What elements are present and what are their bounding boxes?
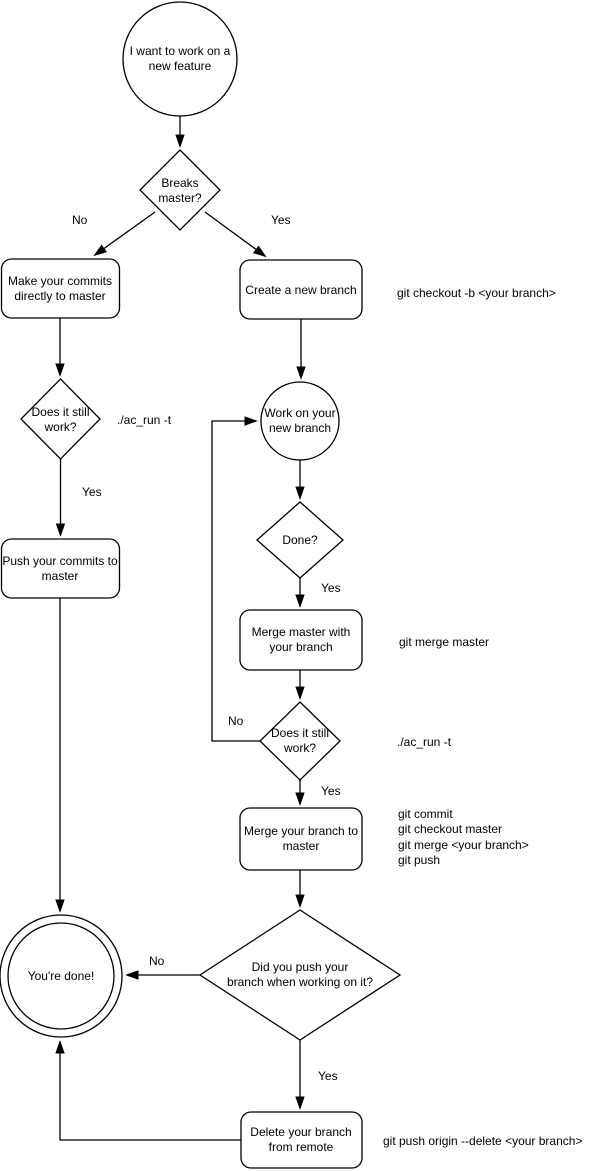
did-you-push-label: Did you push your branch when working on… [226,960,374,989]
edge-label-push-q-yes: Yes [318,1069,338,1083]
annotation-delete-remote-cmd: git push origin --delete <your branch> [383,1134,583,1148]
merge-branch-label: Merge your branch to master [243,824,359,853]
annotation-checkout-cmd: git checkout -b <your branch> [397,286,556,300]
edge-label-breaks-no: No [72,213,88,227]
done-inner-circle [7,922,115,1030]
merge-branch-box [239,807,363,871]
breaks-master-label: Breaks master? [158,176,202,205]
edge-label-push-q-no: No [149,954,165,968]
annotation-ac-run-left: ./ac_run -t [117,413,172,427]
annotation-merge-branch-cmds: git commit git checkout master git merge… [398,807,529,868]
loop-no-to-work-on-branch [211,421,260,742]
edge-label-breaks-yes: Yes [271,213,291,227]
edge-label-done-yes: Yes [321,581,341,595]
merge-master-box [239,609,363,671]
youre-done-label: You're done! [27,969,95,983]
breaks-master-diamond [139,149,221,231]
edge-label-work-left-yes: Yes [82,485,102,499]
done-q-label: Done? [282,533,318,547]
start-label: I want to work on a new feature [129,44,231,73]
arrow-breaks-no [95,211,156,255]
make-commits-label: Make your commits directly to master [7,274,113,303]
merge-master-label: Merge master with your branch [251,625,351,654]
annotation-merge-master-cmd: git merge master [399,635,490,649]
does-it-work-left-label: Does it still work? [31,405,90,434]
work-on-branch-label: Work on your new branch [264,406,336,435]
edge-label-work-right-no: No [228,714,244,728]
delete-branch-label: Delete your branch from remote [250,1125,352,1154]
create-branch-label: Create a new branch [245,283,357,297]
annotation-ac-run-right: ./ac_run -t [397,735,452,749]
does-it-work-right-label: Does it still work? [270,726,329,755]
edge-label-work-right-yes: Yes [321,784,341,798]
push-commits-label: Push your commits to master [2,554,118,583]
arrow-breaks-yes [204,211,265,256]
loop-delete-to-done [60,1042,241,1141]
